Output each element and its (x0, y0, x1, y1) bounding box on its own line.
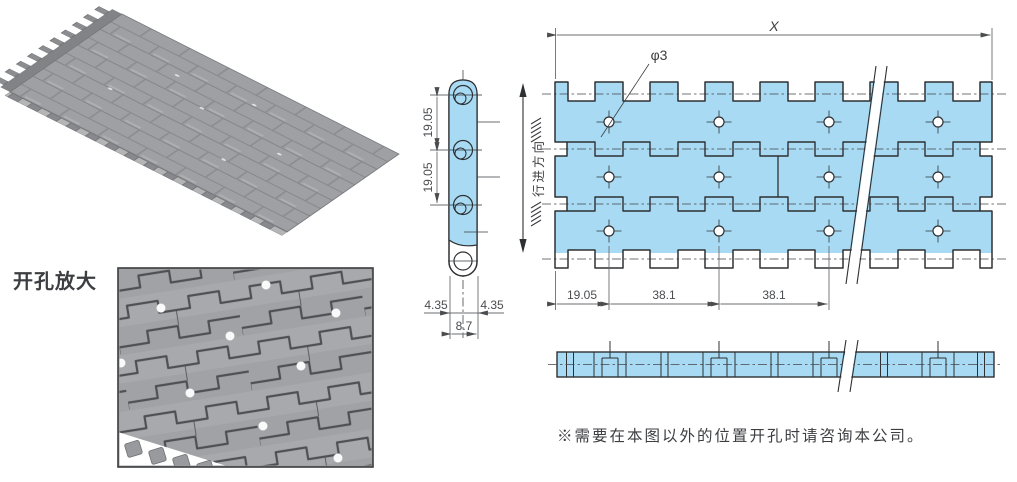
travel-direction-indicator: 行进方向 (519, 83, 546, 253)
side-profile-view: 19.05 19.05 4.35 4.35 8.7 (421, 70, 504, 339)
travel-direction-label: 行进方向 (531, 139, 546, 197)
belt-plan-outline (555, 82, 992, 268)
belt-left-edge-teeth (0, 6, 110, 86)
dim-edge-to-hole: 19.05 (567, 288, 597, 302)
belt-plan-edge (554, 81, 993, 269)
dim-offset-left: 4.35 (424, 298, 448, 312)
dim-hole-diameter: φ3 (651, 47, 668, 63)
elevation-break-line-1 (837, 339, 847, 393)
arrow-up (519, 83, 527, 97)
belt-edge-cutout (119, 432, 226, 466)
hole-enlargement-photo (117, 267, 374, 468)
surface-specks (107, 74, 282, 161)
dim-hole-pitch-1: 38.1 (652, 288, 676, 302)
dim-total-width: 8.7 (456, 319, 473, 333)
dim-overall-length: X (768, 18, 779, 34)
hinge-seam-1 (567, 141, 980, 157)
side-elevation-view (548, 339, 1002, 393)
dim-pitch-lower: 19.05 (421, 162, 435, 192)
footnote: ※需要在本图以外的位置开孔时请咨询本公司。 (557, 427, 925, 445)
belt-top-surface (10, 14, 399, 232)
hinge-seam-2 (567, 196, 980, 212)
dim-hole-pitch-2: 38.1 (762, 288, 786, 302)
arrow-down (519, 239, 527, 253)
elevation-break-line-2 (849, 339, 859, 393)
break-gap (847, 66, 886, 284)
belt-holes-dots (119, 280, 343, 463)
break-line-1 (845, 65, 877, 285)
surface-hatch-upper (530, 117, 542, 143)
belt-closeup-pattern (119, 269, 372, 466)
surface-hatch-lower (530, 201, 542, 227)
break-line-2 (856, 65, 888, 285)
belt-front-edge-teeth (7, 93, 276, 230)
elevation-break-gap (839, 340, 857, 392)
product-photo-3d (0, 6, 399, 235)
dim-offset-right: 4.35 (480, 298, 504, 312)
photo-frame (117, 267, 374, 468)
belt-edge-knuckles (124, 440, 215, 466)
top-plan-view: X φ3 19.05 38.1 38.1 (542, 18, 1006, 310)
enlargement-title: 开孔放大 (13, 269, 97, 293)
belt-left-edge-face (0, 9, 123, 92)
dim-pitch-upper: 19.05 (421, 107, 435, 137)
